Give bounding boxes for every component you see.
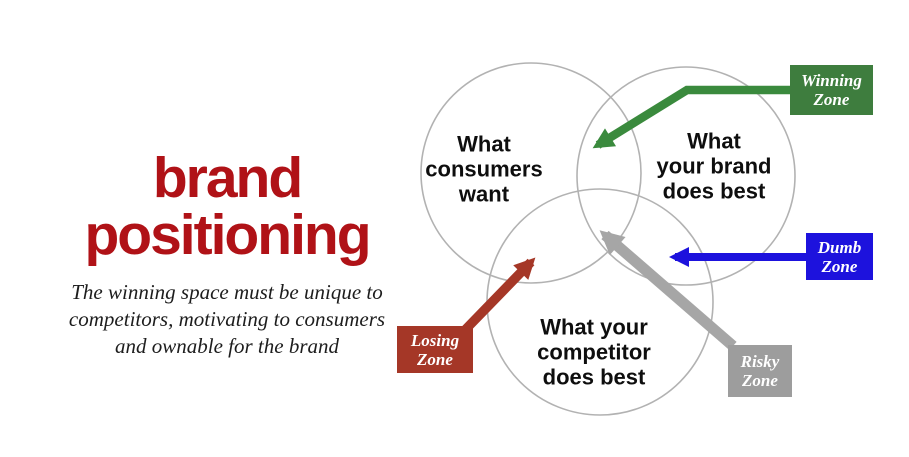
losing-zone-badge: Losing Zone <box>397 326 473 373</box>
zone-label-line: Zone <box>821 256 858 276</box>
page-subtitle: The winning space must be unique to comp… <box>28 279 426 360</box>
zone-label-line: Zone <box>742 371 778 390</box>
dumb-zone-badge: Dumb Zone <box>806 233 873 280</box>
risky-zone-badge: Risky Zone <box>728 345 792 397</box>
circle-label-line: does best <box>662 178 766 204</box>
circle-label-brand: What your brand does best <box>657 129 772 204</box>
zone-label-line: Winning <box>801 71 862 90</box>
circle-label-consumers: What consumers want <box>425 132 542 207</box>
circle-label-line: competitor <box>537 339 651 365</box>
zone-label-line: Losing <box>410 330 460 350</box>
circle-label-line: does best <box>542 364 646 390</box>
zone-label-line: Zone <box>417 349 453 369</box>
page-title-line-1: brand <box>152 146 303 210</box>
circle-consumers <box>420 62 642 284</box>
left-panel: brand positioning The winning space must… <box>28 150 426 360</box>
zone-label-line: Zone <box>813 90 850 109</box>
circle-label-line: your brand <box>656 153 772 179</box>
circle-label-line: consumers <box>425 156 543 182</box>
subtitle-line-3: and ownable for the brand <box>115 334 339 358</box>
page-title-line-2: positioning <box>84 203 371 267</box>
zone-label-line: Dumb <box>817 237 862 257</box>
circle-label-line: want <box>458 181 510 207</box>
winning-zone-badge: Winning Zone <box>790 65 873 115</box>
winning-zone-arrow <box>592 85 791 149</box>
circle-label-line: What <box>457 131 511 157</box>
circle-label-competitor: What your competitor does best <box>537 315 651 390</box>
circle-label-line: What your <box>540 314 648 340</box>
circle-brand <box>576 66 796 286</box>
subtitle-line-1: The winning space must be unique to <box>71 280 383 304</box>
risky-zone-arrow <box>599 230 737 351</box>
subtitle-line-2: competitors, motivating to consumers <box>68 307 386 331</box>
circle-label-line: What <box>687 128 741 154</box>
losing-zone-arrow <box>461 257 536 334</box>
page-title: brand positioning <box>28 150 426 264</box>
zone-label-line: Risky <box>740 352 780 371</box>
